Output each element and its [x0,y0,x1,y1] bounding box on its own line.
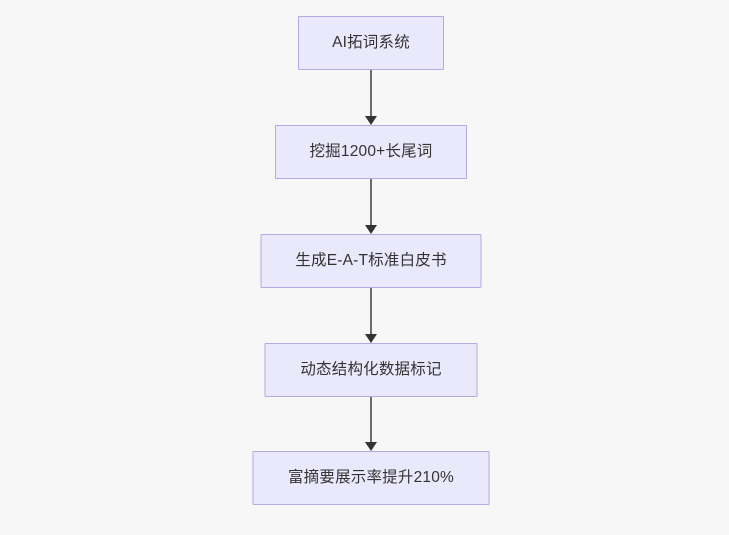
flow-edge-n4-n5 [364,397,378,451]
edge-line [370,179,372,225]
flow-node-label: 挖掘1200+长尾词 [309,143,433,161]
flow-edge-n3-n4 [364,288,378,343]
flow-node-generate-eat-whitepaper[interactable]: 生成E-A-T标准白皮书 [260,234,482,288]
flow-edge-n1-n2 [364,70,378,125]
flow-node-label: 生成E-A-T标准白皮书 [295,252,447,270]
flow-node-label: AI拓词系统 [332,34,410,52]
flow-edge-n2-n3 [364,179,378,234]
flow-node-rich-snippet-rate-increase[interactable]: 富摘要展示率提升210% [252,451,490,505]
edge-line [370,288,372,334]
flow-node-mine-longtail-keywords[interactable]: 挖掘1200+长尾词 [275,125,467,179]
flow-node-dynamic-structured-data-markup[interactable]: 动态结构化数据标记 [264,343,478,397]
arrow-down-icon [365,334,377,343]
edge-line [370,397,372,442]
edge-line [370,70,372,116]
flow-node-label: 富摘要展示率提升210% [287,469,455,487]
arrow-down-icon [365,116,377,125]
flow-node-ai-keyword-system[interactable]: AI拓词系统 [298,16,444,70]
arrow-down-icon [365,442,377,451]
arrow-down-icon [365,225,377,234]
flow-node-label: 动态结构化数据标记 [300,361,442,379]
